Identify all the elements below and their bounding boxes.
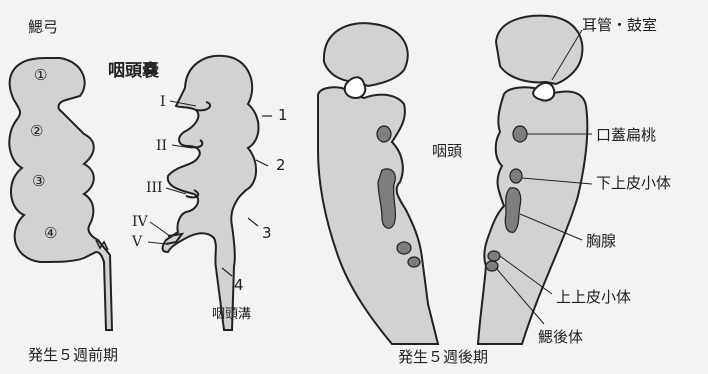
- groove-group-label: 咽頭溝: [212, 307, 251, 322]
- pouch-number-3: III: [146, 180, 163, 196]
- arch-number-2: ②: [30, 122, 43, 140]
- left-lower-bud: [397, 242, 411, 254]
- groove-leader-3: [248, 218, 258, 226]
- arch-number-1: ①: [34, 66, 47, 84]
- groove-leader-2: [256, 160, 268, 166]
- right-right-upper-lobe: [496, 16, 582, 84]
- groove-number-2: 2: [276, 156, 286, 174]
- arch-group-label: 鰓弓: [28, 18, 58, 36]
- left-panel: ① ② ③ ④ 鰓弓 咽頭嚢 咽頭溝 I II III IV V 1 2 3 4…: [9, 18, 287, 364]
- left-caption: 発生５週前期: [28, 346, 118, 364]
- pharynx-label: 咽頭: [432, 142, 462, 160]
- label-palatine-tonsil: 口蓋扁桃: [596, 126, 656, 144]
- arch-number-3: ③: [32, 172, 45, 190]
- right-caption: 発生５週後期: [398, 348, 488, 366]
- left-ultimobranchial-bud: [408, 257, 420, 267]
- right-panel: 咽頭 耳管・鼓室 口蓋扁桃 下上皮小体 胸腺 上上皮小体 鰓後体 発生５週後期: [318, 16, 671, 366]
- pouch-number-1: I: [160, 94, 166, 110]
- pouch-group-label: 咽頭嚢: [108, 60, 160, 81]
- left-pharynx-wall-left: [9, 58, 112, 330]
- pouch-number-5: V: [131, 234, 143, 250]
- groove-number-1: 1: [278, 106, 288, 124]
- pouch-number-4: IV: [132, 214, 149, 230]
- left-pharynx-wall-right: [163, 56, 259, 330]
- groove-number-3: 3: [262, 224, 272, 242]
- label-inferior-parathyroid: 下上皮小体: [596, 174, 671, 192]
- right-superior-parathyroid-bud: [488, 251, 500, 261]
- right-left-body: [318, 87, 438, 344]
- label-superior-parathyroid: 上上皮小体: [556, 288, 631, 306]
- right-inferior-parathyroid-bud: [510, 169, 522, 183]
- groove-number-4: 4: [234, 276, 244, 294]
- label-ultimobranchial-body: 鰓後体: [538, 328, 583, 346]
- pouch-leader-4: [150, 222, 170, 236]
- right-left-upper-lobe: [324, 23, 408, 86]
- left-tonsil-bud: [377, 126, 391, 142]
- right-tonsil-bud: [513, 126, 527, 142]
- label-thymus: 胸腺: [586, 232, 616, 250]
- label-eustachian-tube: 耳管・鼓室: [582, 16, 657, 34]
- right-right-tubal-connector: [533, 83, 554, 101]
- right-ultimobranchial-bud: [486, 261, 498, 271]
- arch-number-4: ④: [44, 224, 57, 242]
- pouch-number-2: II: [156, 138, 167, 154]
